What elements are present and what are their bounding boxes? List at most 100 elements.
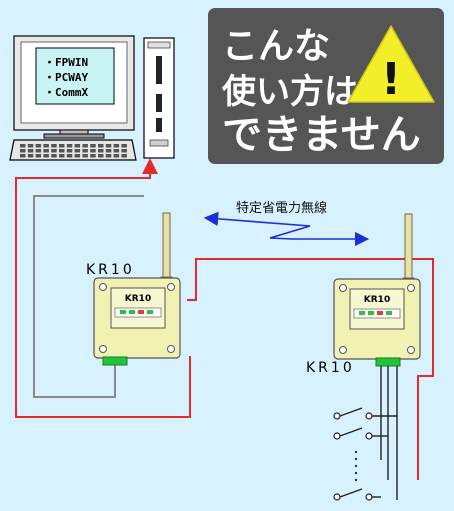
keyboard-key <box>35 144 42 148</box>
screw-icon <box>99 283 107 291</box>
pc-screen-line-2: ・PCWAY <box>44 71 88 84</box>
pc-computer: ・FPWIN ・PCWAY ・CommX <box>9 35 175 161</box>
keyboard-key <box>20 154 26 158</box>
keyboard-key <box>82 149 88 153</box>
gray-cable <box>33 195 144 398</box>
warning-line-1: こんな <box>222 26 330 67</box>
keyboard-key <box>59 149 65 153</box>
led-icon <box>147 310 153 314</box>
pc-screen-line-1: ・FPWIN <box>44 56 88 69</box>
keyboard-key <box>74 154 81 158</box>
keyboard-key <box>90 144 96 148</box>
wireless-label: 特定省電力無線 <box>236 200 327 216</box>
keyboard-key <box>82 144 88 148</box>
red-cable-link <box>187 258 434 480</box>
keyboard-key <box>105 144 112 148</box>
device-right-foot <box>375 357 401 367</box>
keyboard-key <box>113 144 120 148</box>
antenna-icon <box>402 213 415 285</box>
keyboard-key <box>20 149 26 153</box>
keyboard-key <box>27 154 34 158</box>
screw-icon <box>407 284 415 292</box>
kr10-device-left: KR10 KR10 <box>86 212 181 366</box>
keyboard-key <box>98 144 104 148</box>
switch-contact-icon <box>333 432 341 440</box>
switch-contact-icon <box>333 493 341 501</box>
keyboard-key <box>20 144 26 148</box>
keyboard-key <box>82 154 88 158</box>
keyboard-key <box>27 144 34 148</box>
led-icon <box>368 311 374 315</box>
ellipsis-dots <box>354 450 358 482</box>
keyboard-key <box>90 149 96 153</box>
led-icon <box>129 310 135 314</box>
led-icon <box>377 311 383 315</box>
switch-lever <box>339 488 363 498</box>
keyboard-key <box>121 149 127 153</box>
red-cable-pc <box>15 158 191 418</box>
switch-lever <box>339 427 363 437</box>
switch-contact-icon <box>333 412 341 420</box>
device-right-caption: KR10 <box>306 360 355 376</box>
screw-icon <box>99 345 107 353</box>
led-icon <box>386 311 392 315</box>
keyboard-key <box>121 154 127 158</box>
pc-tower <box>143 37 175 159</box>
device-left-caption: KR10 <box>86 262 135 278</box>
pc-screen-line-3: ・CommX <box>44 86 88 99</box>
keyboard-key <box>105 154 112 158</box>
device-left-panel-label: KR10 <box>125 294 151 304</box>
kr10-device-right: KR10 KR10 <box>306 213 421 376</box>
warning-exclamation: ! <box>381 54 401 105</box>
keyboard-key <box>59 154 65 158</box>
keyboard-key <box>113 154 120 158</box>
keyboard-key <box>43 154 49 158</box>
keyboard-key <box>98 154 104 158</box>
keyboard-key <box>59 144 65 148</box>
wireless-left-arrow <box>203 211 311 227</box>
warning-panel: こんな 使い方は できません ! <box>208 8 444 164</box>
led-icon <box>138 310 144 314</box>
keyboard-key <box>66 149 73 153</box>
keyboard-key <box>113 149 120 153</box>
keyboard-key <box>35 149 42 153</box>
device-left-foot <box>102 356 128 366</box>
keyboard-key <box>74 144 81 148</box>
antenna-icon <box>160 212 173 284</box>
screw-icon <box>339 284 347 292</box>
keyboard-key <box>74 149 81 153</box>
switch-inputs <box>333 366 398 501</box>
switch-lever <box>339 407 363 417</box>
keyboard-key <box>51 154 57 158</box>
keyboard-key <box>66 144 73 148</box>
keyboard-key <box>27 149 34 153</box>
warning-triangle-icon: ! <box>347 25 435 105</box>
keyboard-key <box>35 154 42 158</box>
device-right-panel-label: KR10 <box>364 295 390 305</box>
wireless-link: 特定省電力無線 <box>203 200 370 247</box>
pc-screen <box>35 47 115 105</box>
screw-icon <box>167 283 175 291</box>
switch-contact-icon <box>365 432 373 440</box>
screw-icon <box>167 345 175 353</box>
screw-icon <box>407 346 415 354</box>
keyboard-key <box>105 149 112 153</box>
pc-monitor: ・FPWIN ・PCWAY ・CommX <box>13 35 135 139</box>
warning-line-2: 使い方は <box>221 72 358 112</box>
keyboard-key <box>43 149 49 153</box>
keyboard-key <box>121 144 127 148</box>
screw-icon <box>339 346 347 354</box>
keyboard-key <box>51 149 57 153</box>
led-icon <box>359 311 365 315</box>
wireless-bolt <box>269 225 311 240</box>
keyboard-key <box>98 149 104 153</box>
keyboard-key <box>90 154 96 158</box>
led-icon <box>120 310 126 314</box>
keyboard-key <box>66 154 73 158</box>
pc-keyboard <box>9 139 137 161</box>
keyboard-key <box>51 144 57 148</box>
switch-contact-icon <box>365 412 373 420</box>
keyboard-key <box>43 144 49 148</box>
